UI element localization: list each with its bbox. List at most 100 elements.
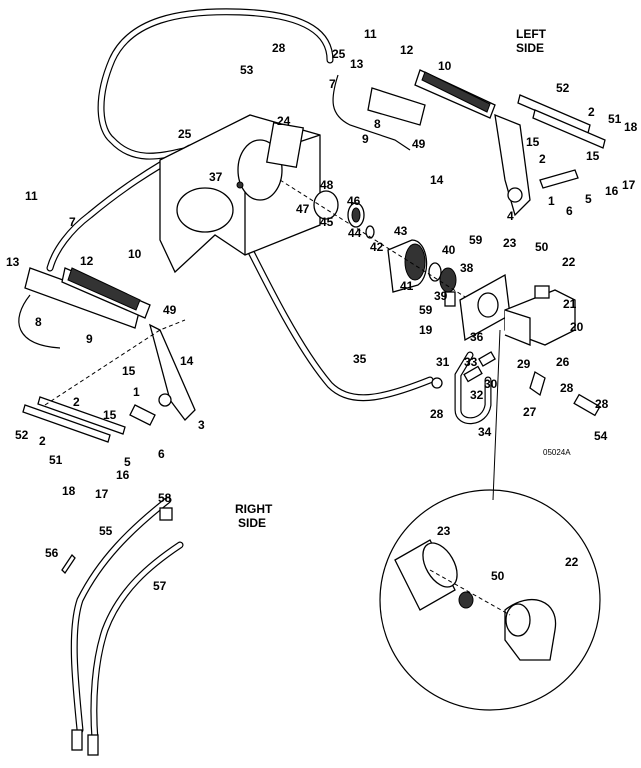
callout-15: 15 <box>526 135 540 149</box>
callout-14: 14 <box>430 173 444 187</box>
callout-35: 35 <box>353 352 367 366</box>
callout-22: 22 <box>565 555 579 569</box>
right-side-label-2: SIDE <box>238 516 266 530</box>
callout-11: 11 <box>364 27 377 41</box>
callout-11: 11 <box>25 189 38 203</box>
left-side-label-1: LEFT <box>516 27 547 41</box>
callout-16: 16 <box>605 184 619 198</box>
callout-28: 28 <box>560 381 574 395</box>
callout-51: 51 <box>49 453 63 467</box>
callout-9: 9 <box>362 132 369 146</box>
callout-55: 55 <box>99 524 113 538</box>
hose-34 <box>431 351 601 425</box>
right-side-label-1: RIGHT <box>235 502 273 516</box>
callout-2: 2 <box>539 152 546 166</box>
callout-54: 54 <box>594 429 608 443</box>
drive-shaft-parts <box>279 179 471 301</box>
callout-32: 32 <box>470 388 484 402</box>
callout-59: 59 <box>469 233 483 247</box>
callout-52: 52 <box>556 81 570 95</box>
callout-38: 38 <box>460 261 474 275</box>
callout-22: 22 <box>562 255 576 269</box>
callout-2: 2 <box>39 434 46 448</box>
callout-33: 33 <box>464 355 478 369</box>
callout-8: 8 <box>374 117 381 131</box>
callout-10: 10 <box>438 59 452 73</box>
callout-18: 18 <box>624 120 638 134</box>
callout-50: 50 <box>535 240 549 254</box>
callout-25: 25 <box>178 127 192 141</box>
callout-17: 17 <box>622 178 636 192</box>
callout-20: 20 <box>570 320 584 334</box>
callout-47: 47 <box>296 202 310 216</box>
callout-30: 30 <box>484 377 498 391</box>
callout-5: 5 <box>585 192 592 206</box>
callout-27: 27 <box>523 405 537 419</box>
callout-57: 57 <box>153 579 167 593</box>
callout-24: 24 <box>277 114 291 128</box>
callout-43: 43 <box>394 224 408 238</box>
callout-1: 1 <box>133 385 140 399</box>
inset-leader <box>492 329 501 501</box>
right-side-cylinder <box>18 267 196 443</box>
callout-13: 13 <box>6 255 20 269</box>
figure-code: 05024A <box>543 448 571 457</box>
callout-39: 39 <box>434 289 448 303</box>
callout-5: 5 <box>124 455 131 469</box>
callout-13: 13 <box>350 57 364 71</box>
pump-mount-bracket <box>159 114 321 274</box>
callout-21: 21 <box>563 297 577 311</box>
callout-6: 6 <box>158 447 165 461</box>
callout-6: 6 <box>566 204 573 218</box>
callout-52: 52 <box>15 428 29 442</box>
callout-53: 53 <box>240 63 254 77</box>
callout-46: 46 <box>347 194 361 208</box>
callout-16: 16 <box>116 468 130 482</box>
callout-15: 15 <box>586 149 600 163</box>
callout-25: 25 <box>332 47 346 61</box>
callout-15: 15 <box>103 408 117 422</box>
callout-2: 2 <box>73 395 80 409</box>
callout-29: 29 <box>517 357 531 371</box>
callout-10: 10 <box>128 247 142 261</box>
callout-49: 49 <box>412 137 426 151</box>
callout-17: 17 <box>95 487 109 501</box>
callout-7: 7 <box>69 215 76 229</box>
callout-31: 31 <box>436 355 450 369</box>
callout-23: 23 <box>437 524 451 538</box>
callout-59: 59 <box>419 303 433 317</box>
callout-40: 40 <box>442 243 456 257</box>
left-side-cylinder <box>332 69 606 217</box>
callout-50: 50 <box>491 569 505 583</box>
callout-44: 44 <box>348 226 362 240</box>
valve-assembly <box>444 273 576 346</box>
callout-26: 26 <box>556 355 570 369</box>
callout-58: 58 <box>158 491 172 505</box>
callout-2: 2 <box>588 105 595 119</box>
callout-37: 37 <box>209 170 223 184</box>
hose-35 <box>236 226 434 402</box>
hoses-55-57 <box>61 496 184 756</box>
detail-inset <box>379 489 601 711</box>
callout-48: 48 <box>320 178 334 192</box>
callout-56: 56 <box>45 546 59 560</box>
callout-3: 3 <box>198 418 205 432</box>
callout-9: 9 <box>86 332 93 346</box>
callout-1: 1 <box>548 194 555 208</box>
callout-28: 28 <box>430 407 444 421</box>
callout-7: 7 <box>329 77 336 91</box>
callout-36: 36 <box>470 330 484 344</box>
callout-45: 45 <box>320 215 334 229</box>
callout-23: 23 <box>503 236 517 250</box>
callout-15: 15 <box>122 364 136 378</box>
callout-34: 34 <box>478 425 492 439</box>
callout-41: 41 <box>400 279 414 293</box>
callout-28: 28 <box>272 41 286 55</box>
callout-8: 8 <box>35 315 42 329</box>
callout-14: 14 <box>180 354 194 368</box>
callout-19: 19 <box>419 323 433 337</box>
callout-42: 42 <box>370 240 384 254</box>
callout-49: 49 <box>163 303 177 317</box>
